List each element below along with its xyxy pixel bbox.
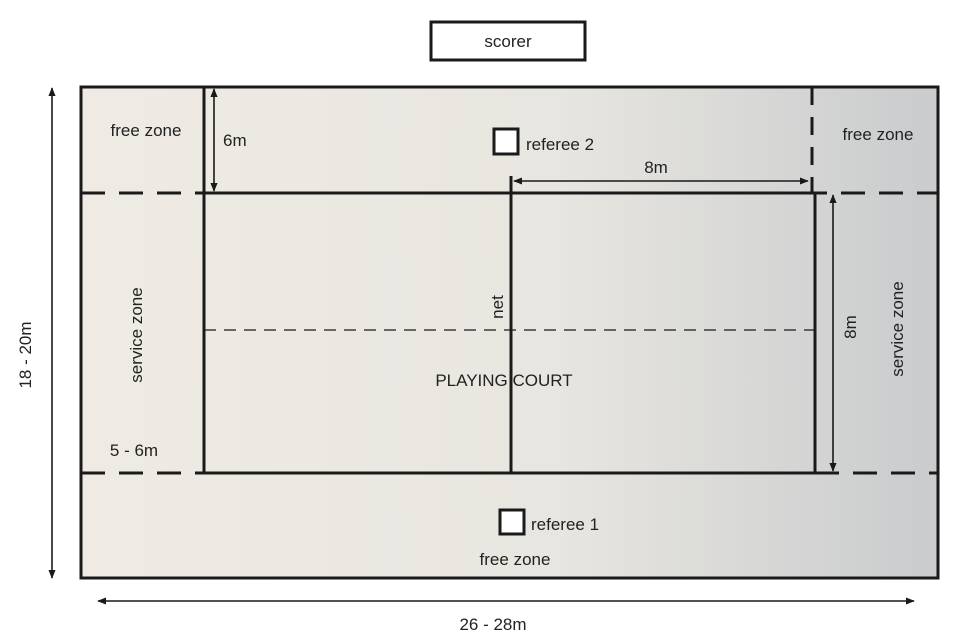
referee-2-box xyxy=(492,127,520,156)
scorer-box xyxy=(429,20,587,62)
service-zone-left-label: service zone xyxy=(127,287,146,382)
five-six-m-label: 5 - 6m xyxy=(110,441,158,460)
referee-2-label: referee 2 xyxy=(526,135,594,154)
referee-1-label: referee 1 xyxy=(531,515,599,534)
service-zone-right-label: service zone xyxy=(888,281,907,376)
free-zone-top-right-label: free zone xyxy=(843,125,914,144)
width-total-label: 18 - 20m xyxy=(16,321,35,388)
length-total-label: 26 - 28m xyxy=(459,615,526,634)
playing-court-label: PLAYING COURT xyxy=(435,371,572,390)
eight-m-vertical-label: 8m xyxy=(841,315,860,339)
referee-1-box xyxy=(498,508,526,536)
six-m-label: 6m xyxy=(223,131,247,150)
eight-m-horizontal-label: 8m xyxy=(644,158,668,177)
free-zone-top-left-label: free zone xyxy=(111,121,182,140)
scorer-label: scorer xyxy=(484,32,532,51)
net-label: net xyxy=(488,295,507,319)
free-zone-bottom-label: free zone xyxy=(480,550,551,569)
